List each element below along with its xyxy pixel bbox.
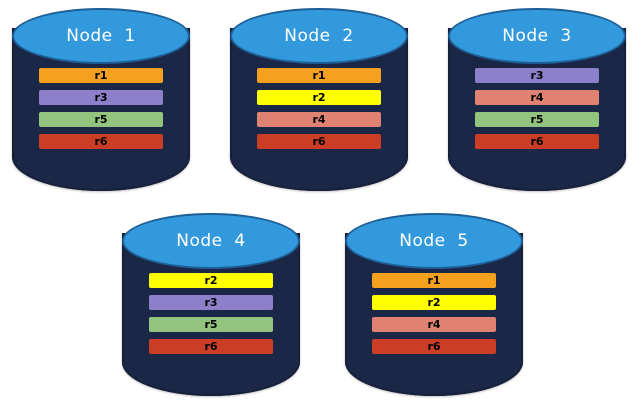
replica-bar[interactable]: r3 xyxy=(475,68,599,83)
replica-bar[interactable]: r2 xyxy=(149,273,273,288)
cylinder-top-icon xyxy=(122,213,300,269)
replica-bar[interactable]: r5 xyxy=(39,112,163,127)
replica-bar[interactable]: r4 xyxy=(372,317,496,332)
replica-bar[interactable]: r4 xyxy=(257,112,381,127)
replica-bar[interactable]: r5 xyxy=(475,112,599,127)
replica-list: r2 r3 r5 r6 xyxy=(149,273,273,354)
replica-list: r1 r3 r5 r6 xyxy=(39,68,163,149)
cylinder-top-icon xyxy=(345,213,523,269)
replica-list: r1 r2 r4 r6 xyxy=(257,68,381,149)
replica-bar[interactable]: r1 xyxy=(39,68,163,83)
replica-bar[interactable]: r1 xyxy=(372,273,496,288)
node-label: Node 2 xyxy=(284,26,354,46)
database-node-3[interactable]: Node 3 r3 r4 r5 r6 xyxy=(448,8,626,191)
replica-bar[interactable]: r4 xyxy=(475,90,599,105)
cylinder-top-icon xyxy=(448,8,626,64)
replica-bar[interactable]: r5 xyxy=(149,317,273,332)
replica-list: r3 r4 r5 r6 xyxy=(475,68,599,149)
node-label: Node 5 xyxy=(399,231,469,251)
replica-bar[interactable]: r6 xyxy=(475,134,599,149)
database-node-5[interactable]: Node 5 r1 r2 r4 r6 xyxy=(345,213,523,396)
replica-bar[interactable]: r2 xyxy=(372,295,496,310)
replica-bar[interactable]: r6 xyxy=(372,339,496,354)
cylinder-top-icon xyxy=(230,8,408,64)
replica-bar[interactable]: r2 xyxy=(257,90,381,105)
node-label: Node 3 xyxy=(502,26,572,46)
replica-bar[interactable]: r6 xyxy=(39,134,163,149)
database-node-2[interactable]: Node 2 r1 r2 r4 r6 xyxy=(230,8,408,191)
replica-bar[interactable]: r6 xyxy=(149,339,273,354)
node-label: Node 4 xyxy=(176,231,246,251)
database-node-4[interactable]: Node 4 r2 r3 r5 r6 xyxy=(122,213,300,396)
cylinder-top-icon xyxy=(12,8,190,64)
database-node-1[interactable]: Node 1 r1 r3 r5 r6 xyxy=(12,8,190,191)
replica-bar[interactable]: r1 xyxy=(257,68,381,83)
node-label: Node 1 xyxy=(66,26,136,46)
replica-bar[interactable]: r3 xyxy=(39,90,163,105)
replica-bar[interactable]: r3 xyxy=(149,295,273,310)
replica-list: r1 r2 r4 r6 xyxy=(372,273,496,354)
replica-bar[interactable]: r6 xyxy=(257,134,381,149)
